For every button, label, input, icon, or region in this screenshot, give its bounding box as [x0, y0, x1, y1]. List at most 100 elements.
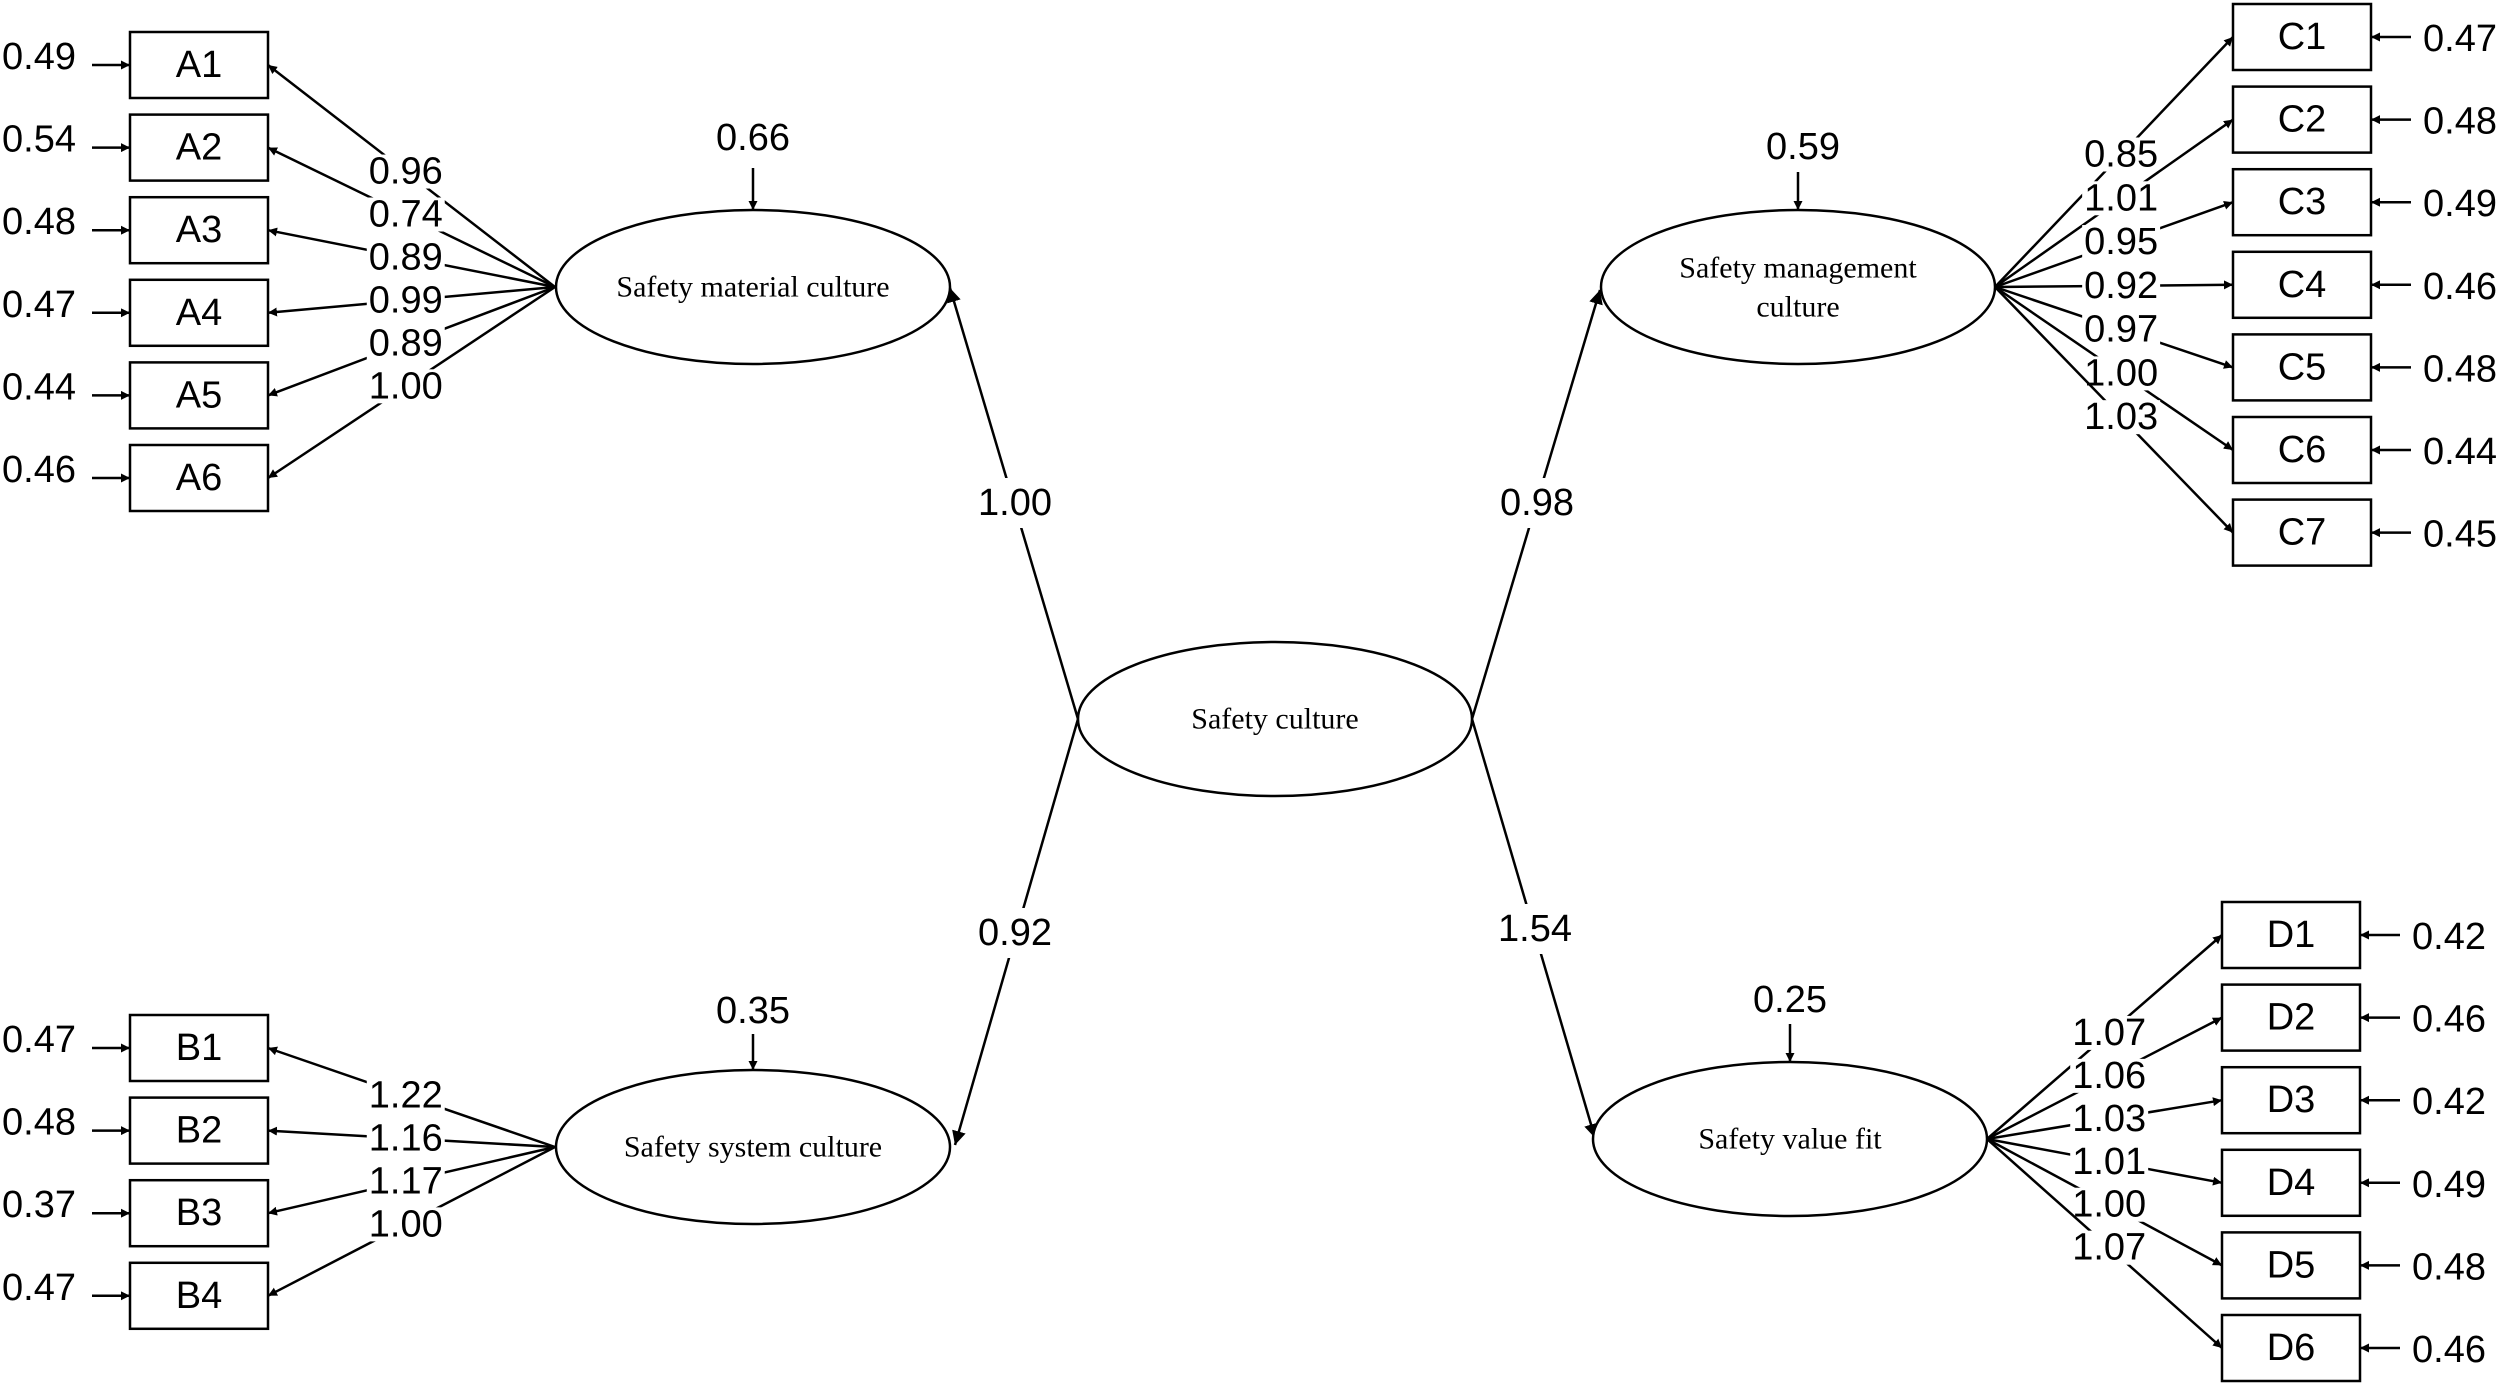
latent-material: Safety material culture	[554, 208, 952, 366]
loading-label-bg	[2070, 1144, 2149, 1179]
loading-value-c5: 0.97	[2084, 309, 2158, 351]
disturbance-valuefit: 0.25	[1753, 979, 1827, 1021]
loading-label-bg	[2082, 312, 2161, 347]
indicator-label-b4: B4	[176, 1275, 222, 1317]
loading-value-a4: 0.99	[369, 279, 443, 321]
latent-management: Safety management culture	[1599, 208, 1997, 366]
indicator-label-c6: C6	[2278, 429, 2327, 471]
indicator-box-d5	[2220, 1231, 2362, 1300]
indicator-label-a3: A3	[176, 209, 222, 251]
latent-label-material: Safety material culture	[616, 271, 889, 304]
error-value-a4: 0.47	[2, 284, 76, 326]
error-value-a3: 0.48	[2, 201, 76, 243]
error-value-c3: 0.49	[2423, 183, 2497, 225]
disturbance-management: 0.59	[1766, 126, 1840, 168]
loading-label-bg	[2070, 1230, 2149, 1265]
loading-value-c4: 0.92	[2084, 265, 2158, 307]
loading-label-bg	[2082, 137, 2161, 172]
loading-label-bg	[2082, 268, 2161, 303]
error-value-a2: 0.54	[2, 119, 76, 161]
indicator-label-b3: B3	[176, 1192, 222, 1234]
indicator-label-c5: C5	[2278, 346, 2327, 388]
loading-label-bg	[366, 197, 445, 232]
indicator-label-c4: C4	[2278, 264, 2327, 306]
latent-ellipse-safety-culture	[1076, 640, 1474, 798]
error-value-d5: 0.48	[2412, 1246, 2486, 1288]
indicator-label-a1: A1	[176, 44, 222, 86]
indicator-label-d1: D1	[2267, 914, 2316, 956]
loading-value-a6: 1.00	[369, 365, 443, 407]
error-value-a1: 0.49	[2, 36, 76, 78]
indicator-label-b1: B1	[176, 1027, 222, 1069]
error-value-c7: 0.45	[2423, 514, 2497, 556]
indicator-box-c3	[2231, 167, 2373, 237]
loading-value-b1: 1.22	[369, 1075, 443, 1117]
indicator-label-b2: B2	[176, 1110, 222, 1152]
loading-label-bg	[2070, 1101, 2149, 1136]
loading-label-bg	[366, 1078, 445, 1113]
error-value-d6: 0.46	[2412, 1329, 2486, 1371]
loading-label-bg	[2082, 356, 2161, 391]
loading-value-c7: 1.03	[2084, 396, 2158, 438]
error-value-c4: 0.46	[2423, 266, 2497, 308]
indicator-label-a2: A2	[176, 127, 222, 169]
loading-label-bg	[2070, 1015, 2149, 1050]
latent-valuefit: Safety value fit	[1591, 1060, 1989, 1218]
path-coef-valuefit: 1.54	[1498, 908, 1572, 950]
error-value-d2: 0.46	[2412, 999, 2486, 1041]
indicator-label-a5: A5	[176, 374, 222, 416]
path-coefficients: 1.00 0.98 0.92 1.54	[968, 478, 1584, 958]
error-value-b2: 0.48	[2, 1102, 76, 1144]
loading-label-bg	[2082, 181, 2161, 216]
error-value-d3: 0.42	[2412, 1081, 2486, 1123]
loading-value-d2: 1.06	[2072, 1055, 2146, 1097]
loading-value-b4: 1.00	[369, 1203, 443, 1245]
indicator-label-a4: A4	[176, 292, 222, 334]
indicator-label-d3: D3	[2267, 1079, 2316, 1121]
indicator-label-d4: D4	[2267, 1162, 2316, 1204]
latent-center: Safety culture	[1076, 640, 1474, 798]
loading-label-bg	[366, 1121, 445, 1156]
error-value-b3: 0.37	[2, 1184, 76, 1226]
loading-value-d3: 1.03	[2072, 1098, 2146, 1140]
loading-value-c2: 1.01	[2084, 177, 2158, 219]
loading-label-bg	[2070, 1058, 2149, 1093]
indicator-box-d3	[2220, 1065, 2362, 1135]
indicator-box-a6	[128, 443, 270, 513]
indicator-box-c2	[2231, 85, 2373, 154]
indicator-label-c7: C7	[2278, 512, 2327, 554]
loading-value-d5: 1.00	[2072, 1184, 2146, 1226]
loading-value-d4: 1.01	[2072, 1141, 2146, 1183]
path-coef-material: 1.00	[978, 482, 1052, 524]
indicator-box-d1	[2220, 900, 2362, 970]
latent-system: Safety system culture	[554, 1068, 952, 1226]
loading-value-d6: 1.07	[2072, 1227, 2146, 1269]
indicator-label-d5: D5	[2267, 1244, 2316, 1286]
loading-label-bg	[2082, 225, 2161, 260]
loading-label-bg	[366, 326, 445, 361]
error-value-a5: 0.44	[2, 366, 76, 408]
loading-label-bg	[366, 240, 445, 275]
path-coef-management: 0.98	[1500, 482, 1574, 524]
loading-value-a2: 0.74	[369, 194, 443, 236]
path-coef-system: 0.92	[978, 912, 1052, 954]
latent-label-safety-culture: Safety culture	[1191, 703, 1358, 736]
error-value-b4: 0.47	[2, 1267, 76, 1309]
error-value-a6: 0.46	[2, 449, 76, 491]
error-value-c5: 0.48	[2423, 348, 2497, 390]
indicator-box-c4	[2231, 250, 2373, 320]
loading-label-bg	[366, 283, 445, 318]
loading-label-bg	[366, 154, 445, 189]
indicator-label-a6: A6	[176, 457, 222, 499]
indicator-label-c3: C3	[2278, 181, 2327, 223]
loading-value-c1: 0.85	[2084, 134, 2158, 176]
indicator-box-c7	[2231, 498, 2373, 567]
loading-value-a1: 0.96	[369, 151, 443, 193]
latent-label-management-line2: culture	[1756, 291, 1839, 324]
loading-label-bg	[366, 1207, 445, 1242]
disturbance-material: 0.66	[716, 117, 790, 159]
